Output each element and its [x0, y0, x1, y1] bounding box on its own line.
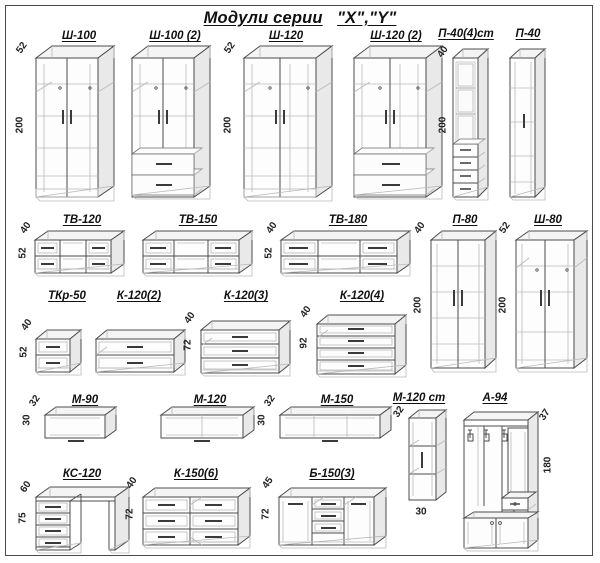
dim-sh80-height: 200 [497, 296, 509, 314]
dim-sh120-height: 200 [222, 116, 234, 134]
dim-tv120-height: 52 [17, 247, 29, 259]
drawing-sh80 [513, 228, 591, 376]
dim-m120st-width: 30 [415, 506, 427, 518]
drawing-tv120 [32, 228, 128, 278]
module-label-tv120: ТВ-120 [62, 214, 102, 226]
drawing-sh100 [32, 44, 118, 204]
module-label-m150: М-150 [320, 394, 354, 406]
drawing-p40-4st [450, 44, 492, 204]
drawing-k120-2 [93, 325, 189, 377]
module-label-tkr50: ТКр-50 [48, 290, 86, 302]
module-label-ks120: КС-120 [62, 468, 102, 480]
module-label-p40: П-40 [515, 28, 541, 40]
dim-m150-height: 30 [256, 414, 268, 426]
dim-m90-height: 30 [21, 414, 33, 426]
drawing-m120st [406, 406, 450, 504]
drawing-a94 [462, 406, 546, 552]
module-label-sh100-2: Ш-100 (2) [149, 30, 201, 42]
dim-sh100-height: 200 [14, 116, 26, 134]
drawing-b150-3 [276, 482, 390, 552]
dim-p40-height: 200 [437, 116, 449, 134]
title-main: Модули серии [203, 9, 323, 27]
module-label-sh100: Ш-100 [61, 30, 97, 42]
drawing-m150 [277, 404, 395, 444]
drawing-sh120 [240, 44, 336, 204]
drawing-p80 [428, 228, 500, 376]
module-label-p80: П-80 [452, 214, 478, 226]
dim-p80-height: 200 [412, 296, 424, 314]
module-label-m120st: М-120 ст [392, 392, 446, 404]
dim-b150-height: 72 [260, 508, 272, 520]
module-label-tv180: ТВ-180 [328, 214, 368, 226]
drawing-k120-4 [314, 310, 410, 380]
drawing-m120 [158, 404, 258, 444]
drawing-ks120 [33, 482, 133, 554]
module-label-m90: М-90 [71, 394, 99, 406]
drawing-m90 [42, 404, 120, 444]
drawing-sh120-2 [350, 44, 446, 204]
drawing-tkr50 [33, 325, 85, 377]
module-label-k120-2: К-120(2) [116, 290, 162, 302]
page-title: Модули серии "X","Y" [0, 9, 600, 28]
drawing-k150-6 [140, 482, 254, 552]
module-label-k120-3: К-120(3) [223, 290, 269, 302]
title-series: "X","Y" [337, 9, 397, 27]
drawing-k120-3 [198, 316, 294, 378]
module-label-sh120-2: Ш-120 (2) [370, 30, 422, 42]
module-label-sh120: Ш-120 [268, 30, 304, 42]
drawing-tv180 [278, 228, 414, 278]
dim-tkr50-height: 52 [18, 346, 30, 358]
dim-k1203-height: 72 [182, 339, 194, 351]
module-label-tv150: ТВ-150 [178, 214, 218, 226]
dim-tv180-height: 52 [263, 247, 275, 259]
module-label-m120: М-120 [193, 394, 227, 406]
drawing-sh100-2 [128, 44, 214, 204]
module-label-b150-3: Б-150(3) [309, 468, 355, 480]
module-label-k150-6: К-150(6) [173, 468, 219, 480]
drawing-tv150 [140, 228, 256, 278]
module-label-k120-4: К-120(4) [339, 290, 385, 302]
module-label-sh80: Ш-80 [534, 214, 562, 226]
dim-k1506-height: 72 [124, 508, 136, 520]
dim-k1204-height: 92 [298, 337, 310, 349]
drawing-p40 [507, 44, 549, 204]
dim-ks120-height: 75 [17, 512, 29, 524]
module-label-p40-4st: П-40(4)ст [438, 28, 494, 40]
module-label-a94: А-94 [482, 392, 508, 404]
